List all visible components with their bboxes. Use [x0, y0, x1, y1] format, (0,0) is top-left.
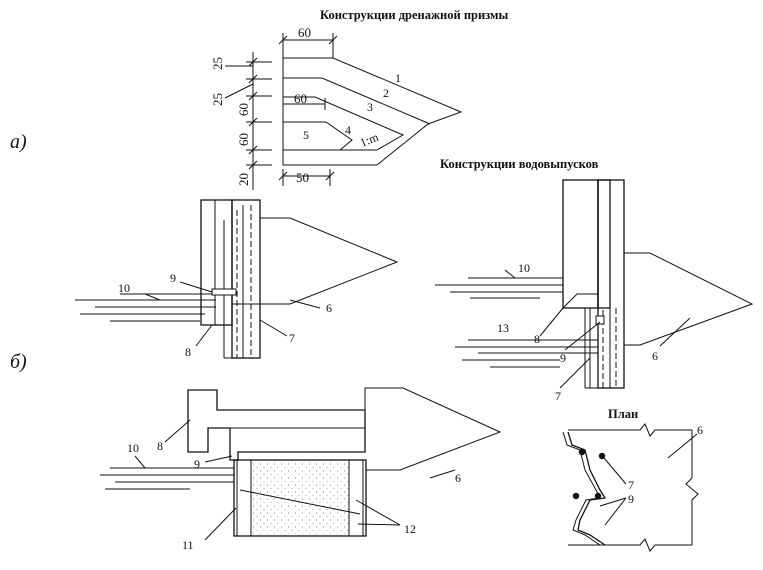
prism-label-3: 3 [367, 100, 373, 114]
plan-label-6: 6 [697, 423, 703, 437]
outlet3-label-12: 12 [404, 522, 416, 536]
outlet2-label-9: 9 [560, 351, 566, 365]
outlet2-label-13: 13 [497, 321, 509, 335]
prism-dim-top: 60 [298, 25, 311, 40]
prism-drawing: 25 25 60 60 20 60 60 50 1 2 3 4 [210, 25, 463, 190]
prism-label-4: 4 [345, 123, 351, 137]
outlet-3-drawing: 10 8 9 6 11 12 [100, 387, 502, 552]
plan-label-7: 7 [628, 478, 634, 492]
prism-label-1: 1 [395, 71, 401, 85]
section-a-label: а) [10, 131, 27, 153]
outlet2-label-6: 6 [652, 349, 658, 363]
outlet2-label-7: 7 [555, 389, 561, 403]
prism-label-2: 2 [383, 86, 389, 100]
outlet1-label-7: 7 [289, 331, 295, 345]
outlet3-label-10: 10 [127, 441, 139, 455]
prism-dim-v3: 60 [236, 103, 251, 116]
prism-dim-bottom: 50 [296, 170, 309, 185]
outlet1-label-10: 10 [118, 281, 130, 295]
outlets-title: Конструкции водовыпусков [440, 157, 599, 171]
outlet1-label-9: 9 [170, 271, 176, 285]
outlet3-label-11: 11 [182, 538, 194, 552]
prism-dim-v5: 20 [236, 173, 251, 186]
outlet2-label-8: 8 [534, 332, 540, 346]
plan-label-9: 9 [628, 492, 634, 506]
outlet3-label-9: 9 [194, 457, 200, 471]
prism-title: Конструкции дренажной призмы [320, 8, 509, 22]
plan-title: План [608, 407, 638, 421]
outlet-2-drawing: 10 13 8 9 6 7 [435, 179, 754, 403]
prism-dim-v4: 60 [236, 133, 251, 146]
plan-drawing: План 6 7 9 [562, 407, 703, 552]
outlet1-label-8: 8 [185, 345, 191, 359]
outlet3-label-6: 6 [455, 471, 461, 485]
outlet1-label-6: 6 [326, 301, 332, 315]
section-b-label: б) [10, 351, 27, 373]
prism-dim-v2: 25 [210, 93, 225, 106]
outlet2-label-10: 10 [518, 261, 530, 275]
outlet-1-drawing: 9 10 6 8 7 [75, 199, 399, 359]
prism-label-5: 5 [303, 128, 309, 142]
prism-slope-label: 1:m [358, 130, 381, 150]
outlet3-label-8: 8 [157, 439, 163, 453]
prism-dim-v1: 25 [210, 57, 225, 70]
prism-dim-mid: 60 [294, 91, 307, 106]
